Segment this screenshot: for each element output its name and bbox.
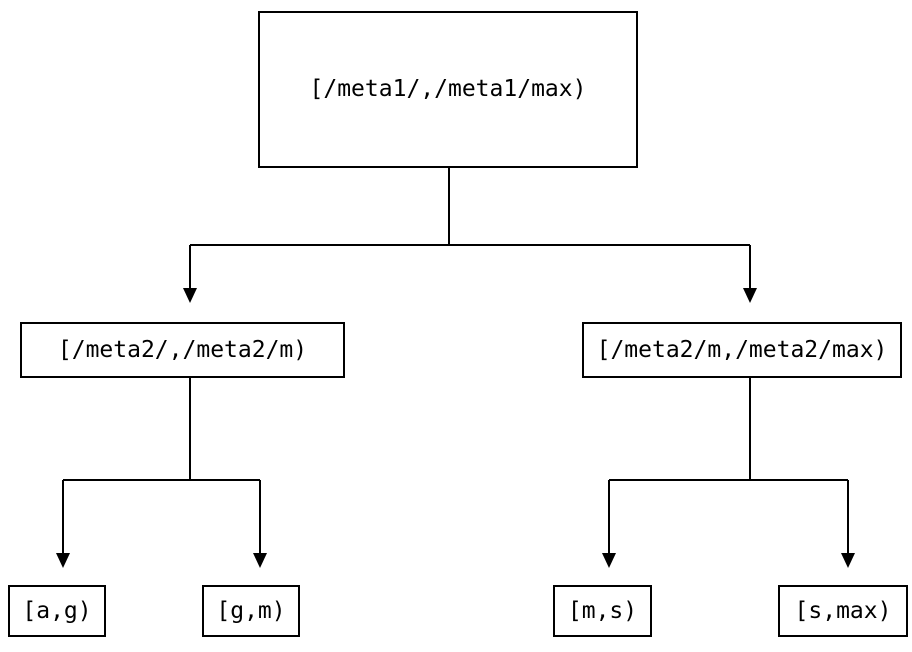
arrowhead-root-to-right-icon	[743, 288, 757, 303]
edge-root-branch	[189, 168, 751, 288]
node-leaf-ag: [a,g)	[8, 585, 106, 637]
node-leaf-ag-label: [a,g)	[22, 597, 92, 624]
node-leaf-gm: [g,m)	[202, 585, 300, 637]
edge-left-branch	[62, 378, 261, 553]
edge-right-branch	[608, 378, 849, 553]
node-root: [/meta1/,/meta1/max)	[258, 11, 638, 168]
node-root-label: [/meta1/,/meta1/max)	[309, 76, 587, 102]
node-left: [/meta2/,/meta2/m)	[20, 322, 345, 378]
arrowhead-root-to-left-icon	[183, 288, 197, 303]
node-leaf-smax: [s,max)	[778, 585, 908, 637]
node-right-label: [/meta2/m,/meta2/max)	[596, 336, 888, 363]
node-leaf-ms-label: [m,s)	[567, 597, 638, 624]
arrowhead-left-to-gm-icon	[253, 553, 267, 568]
arrowhead-left-to-ag-icon	[56, 553, 70, 568]
node-leaf-gm-label: [g,m)	[216, 597, 286, 624]
arrowhead-right-to-ms-icon	[602, 553, 616, 568]
arrowhead-right-to-smax-icon	[841, 553, 855, 568]
node-leaf-ms: [m,s)	[553, 585, 652, 637]
node-left-label: [/meta2/,/meta2/m)	[57, 336, 308, 363]
node-right: [/meta2/m,/meta2/max)	[582, 322, 902, 378]
node-leaf-smax-label: [s,max)	[794, 597, 892, 624]
